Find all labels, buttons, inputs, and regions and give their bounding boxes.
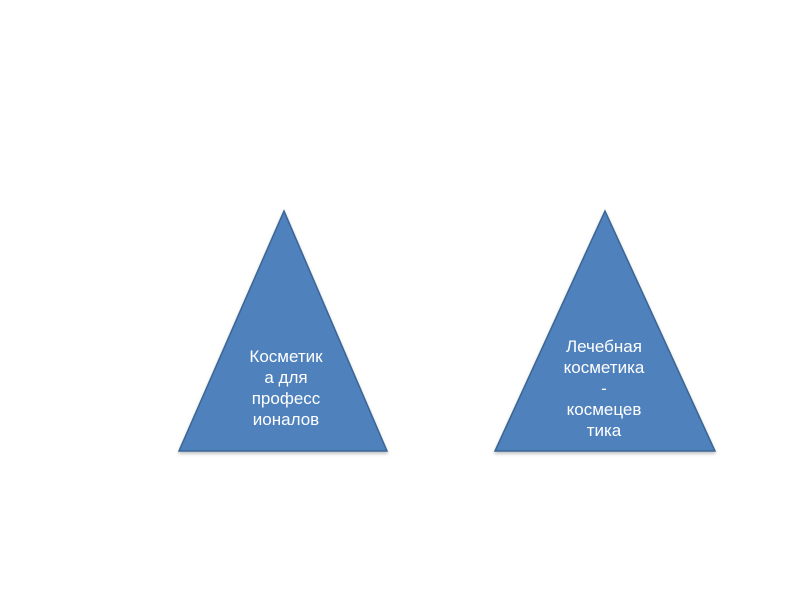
label-line: а для <box>264 368 308 387</box>
triangle-label-medical-cosmetics: Лечебная косметика - космецев тика <box>546 336 662 441</box>
triangle-medical-cosmetics[interactable] <box>493 209 717 452</box>
label-line: Лечебная <box>566 337 642 356</box>
label-line: Косметик <box>249 347 323 366</box>
label-line: космецев <box>566 400 642 419</box>
triangle-professional-cosmetics[interactable] <box>177 209 389 452</box>
label-line: тика <box>586 421 622 440</box>
label-line: ионалов <box>252 410 320 429</box>
label-line: професс <box>251 389 321 408</box>
label-line: - <box>601 379 607 398</box>
label-line: косметика <box>563 358 645 377</box>
triangle-label-professional-cosmetics: Косметик а для професс ионалов <box>228 346 344 430</box>
